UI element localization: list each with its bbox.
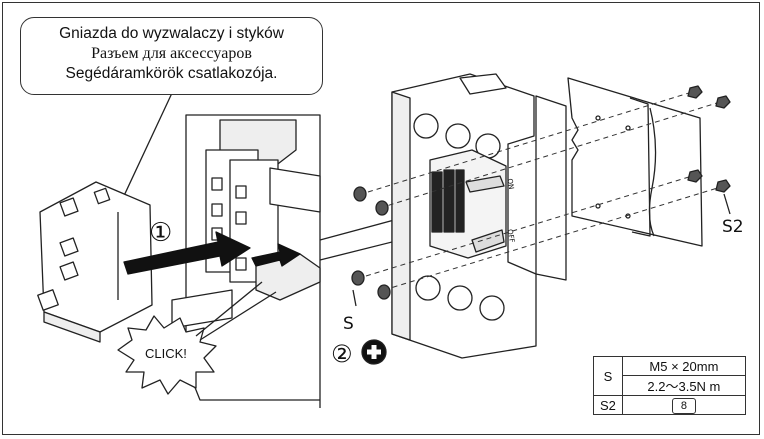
nuts-s2 [687,85,731,215]
callout-leader [121,92,173,201]
on-mark: ON [505,178,516,190]
assembly-guides [365,91,725,291]
callout-text-hu: Segédáramkörök csatlakozója. [65,65,278,82]
screw-s-label: S [343,314,354,334]
spec-table: S M5 × 20mm 2.2〜3.5N m S2 8 [593,356,746,415]
accessory-slot-callout: Gniazda do wyzwalaczy i styków Разъем дл… [20,17,323,95]
insert-arrows [123,231,301,275]
circuit-breaker [391,73,567,359]
diagram-frame [2,2,760,435]
screws-s [351,186,391,307]
spec-screw-size: M5 × 20mm [621,356,746,376]
spec-row: 2.2〜3.5N m [594,375,746,396]
mounting-plate [567,77,703,247]
click-burst [117,281,277,395]
spec-row: S M5 × 20mm [593,356,746,396]
step-1-label: ① [149,218,173,248]
spec-torque: 2.2〜3.5N m [621,375,746,396]
spec-row: S2 8 [593,395,746,415]
hex-wrench-icon: 8 [671,397,696,414]
nut-s2-label: S2 [722,217,744,237]
spec-code-s2: S2 [593,395,623,415]
callout-text-pl: Gniazda do wyzwalaczy i styków [59,25,284,42]
spec-wrench-size: 8 [621,395,746,415]
step-2-label: ② [331,340,353,368]
phillips-screwdriver-icon [361,339,387,365]
callout-text-ru: Разъем для аксессуаров [91,45,252,62]
accessory-module [37,181,153,343]
spec-code-s: S [593,356,623,396]
click-label: CLICK! [145,346,187,361]
